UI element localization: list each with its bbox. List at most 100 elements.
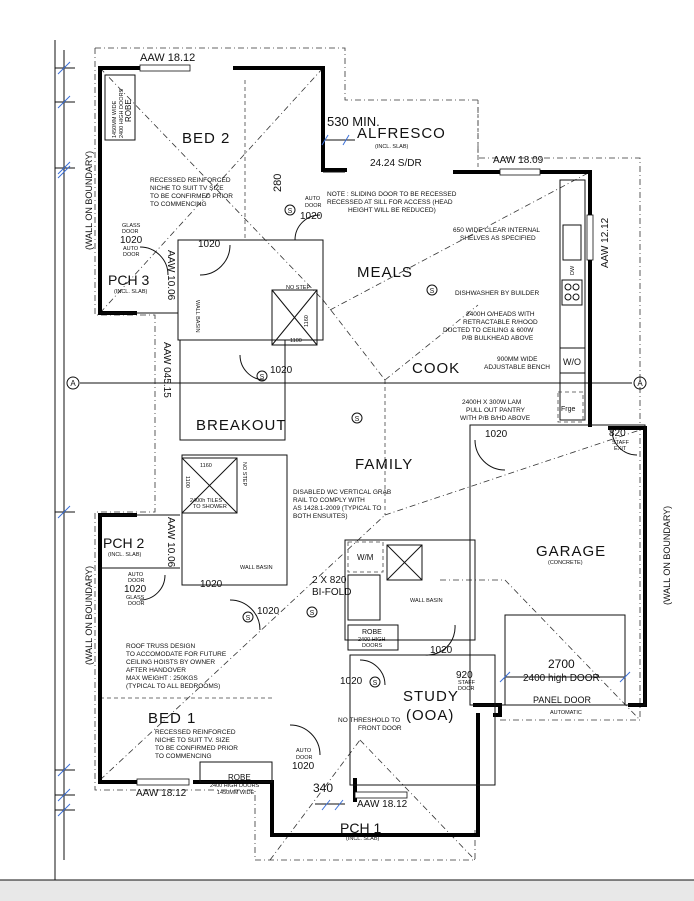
bed1-niche-note: TO COMMENCING — [155, 753, 212, 760]
sanitary-icon-label: S — [288, 208, 293, 215]
pch1-dim: 340 — [313, 781, 333, 795]
threshold-note: FRONT DOOR — [358, 725, 402, 732]
dimension-ticks-left — [55, 50, 75, 860]
rangehood-note: P/B BULKHEAD ABOVE — [462, 335, 534, 342]
garage-room-label: GARAGE — [536, 543, 606, 560]
pch2-window-label: AAW 10.06 — [165, 517, 176, 568]
wall-on-boundary-label: (WALL ON BOUNDARY) — [84, 566, 94, 665]
sanitary-icon-label: S — [430, 288, 435, 295]
auto-door-note: AUTO — [296, 748, 312, 754]
grab-rail-note: AS 1428.1-2009 (TYPICAL TO — [293, 505, 381, 512]
staff-door-note: STAFF — [458, 680, 476, 686]
no-step-note: NO STEP — [286, 285, 310, 291]
bed1-robe-label: ROBE — [228, 773, 251, 782]
bench-note: 900MM WIDE — [497, 356, 538, 363]
grid-marker-label: A — [637, 379, 643, 388]
study-door-width: 1020 — [340, 676, 363, 687]
tiles-note: TO SHOWER — [193, 504, 227, 510]
sanitary-icon — [351, 412, 363, 424]
breakout-room-label: BREAKOUT — [196, 417, 287, 434]
sliding-door-note: RECESSED AT SILL FOR ACCESS (HEAD — [327, 199, 453, 206]
sanitary-icon-label: S — [310, 610, 315, 617]
pch2-door-note: DOOR — [128, 601, 145, 607]
bed1-niche-note: TO BE CONFIRMED PRIOR — [155, 745, 238, 752]
bed1-niche-note: NICHE TO SUIT TV. SIZE — [155, 737, 230, 744]
walls — [98, 64, 647, 837]
pantry-note: 2400H X 300W LAM — [462, 399, 521, 406]
pch3-door-width: 1020 — [120, 235, 143, 246]
no-step-note: NO STEP — [241, 462, 247, 486]
grab-rail-note: DISABLED WC VERTICAL GRAB — [293, 489, 391, 496]
sanitary-icon-label: S — [246, 615, 251, 622]
staff-exit-note: STAFF — [612, 440, 630, 446]
grid-marker-right — [633, 376, 647, 390]
dishwasher-note: DISHWASHER BY BUILDER — [455, 290, 539, 297]
pch2-room-label: PCH 2 — [103, 535, 144, 551]
auto-door-width: 1020 — [300, 211, 323, 222]
cook-room-label: COOK — [412, 360, 460, 377]
grab-rail-note: RAIL TO COMPLY WITH — [293, 497, 365, 504]
garage-door-width: 2700 — [548, 657, 575, 671]
sanitary-icon — [369, 676, 381, 688]
wall-oven-label: W/O — [563, 357, 581, 367]
bifold-door-label: BI-FOLD — [312, 587, 351, 598]
ensuite-door-width: 1020 — [257, 606, 280, 617]
staff-door-note: DOOR — [458, 686, 475, 692]
grid-marker-label: A — [70, 379, 76, 388]
alfresco-min-dim: 530 MIN. — [327, 114, 380, 129]
pantry-note: PULL OUT PANTRY — [466, 407, 526, 414]
auto-door-note: AUTO — [305, 196, 321, 202]
pch3-door-note: DOOR — [123, 252, 140, 258]
bed2-robe-note: 2400 HIGH DOORS — [119, 88, 125, 138]
robe-note: 2400 HIGH — [358, 637, 386, 643]
pch3-door-note: DOOR — [122, 229, 139, 235]
kitchen-window-label: AAW 18.09 — [493, 155, 544, 166]
auto-door-note: DOOR — [296, 755, 313, 761]
pch2-sub-label: (INCL. SLAB) — [108, 552, 141, 558]
study-room-label: STUDY — [403, 688, 459, 705]
automatic-label: AUTOMATIC — [550, 710, 582, 716]
pch1-room-label: PCH 1 — [340, 820, 381, 836]
alfresco-room-label: ALFRESCO — [357, 125, 446, 142]
roof-truss-note: (TYPICAL TO ALL BEDROOMS) — [126, 683, 220, 690]
study-sub-label: (OOA) — [406, 707, 454, 724]
svg-text:NICHE TO SUIT TV SIZE: NICHE TO SUIT TV SIZE — [150, 185, 224, 192]
garage-door-width: 1020 — [485, 429, 508, 440]
roof-truss-note: CEILING HOISTS BY OWNER — [126, 659, 215, 666]
pch3-room-label: PCH 3 — [108, 272, 149, 288]
sanitary-icon-label: S — [355, 416, 360, 423]
wall-basin-note: WALL BASIN — [194, 300, 200, 333]
breakout-window-label: AAW 045.15 — [161, 342, 172, 398]
ensuite-dim: 1100 — [184, 476, 190, 488]
rangehood-note: DUCTED TO CEILING & 600W — [443, 327, 534, 334]
bifold-door-label: 2 X 820 — [312, 575, 347, 586]
breakout-door-width: 1020 — [270, 365, 293, 376]
bed1-robe-note: 1450MM WIDE — [217, 790, 255, 796]
auto-door-note: DOOR — [305, 203, 322, 209]
pch3-window-label: AAW 10.06 — [165, 250, 176, 301]
dishwasher-label: DW — [570, 265, 576, 275]
robe-label: ROBE — [362, 629, 382, 636]
ensuite-dim: 1100 — [290, 338, 302, 344]
svg-text:TO COMMENCING: TO COMMENCING — [150, 201, 207, 208]
pch2-door-width: 1020 — [124, 584, 147, 595]
pch1-window-label: AAW 18.12 — [357, 799, 408, 810]
bed1-niche-note: RECESSED REINFORCED — [155, 729, 236, 736]
pch3-door-note: GLASS — [122, 223, 141, 229]
bed2-robe-note: 1450MM WIDE — [112, 100, 118, 138]
meals-room-label: MEALS — [357, 264, 413, 281]
pch2-door-note: AUTO — [128, 572, 144, 578]
roof-truss-note: AFTER HANDOVER — [126, 667, 186, 674]
pch1-sub-label: (INCL. SLAB) — [346, 836, 379, 842]
roof-truss-note: MAX WEIGHT : 250KGS — [126, 675, 198, 682]
pch3-sub-label: (INCL. SLAB) — [114, 289, 147, 295]
washing-machine-label: W/M — [357, 553, 374, 562]
staff-exit-note: EXIT — [614, 446, 627, 452]
bed1-robe-note: 2400 HIGH DOORS — [210, 783, 260, 789]
panel-door-label: PANEL DOOR — [533, 695, 592, 705]
shelves-note: 650 WIDE CLEAR INTERNAL — [453, 227, 540, 234]
pch3-door-note: AUTO — [123, 246, 139, 252]
bed2-window-label: AAW 18.12 — [140, 52, 195, 64]
tiles-note: 2400h TILES — [190, 498, 222, 504]
